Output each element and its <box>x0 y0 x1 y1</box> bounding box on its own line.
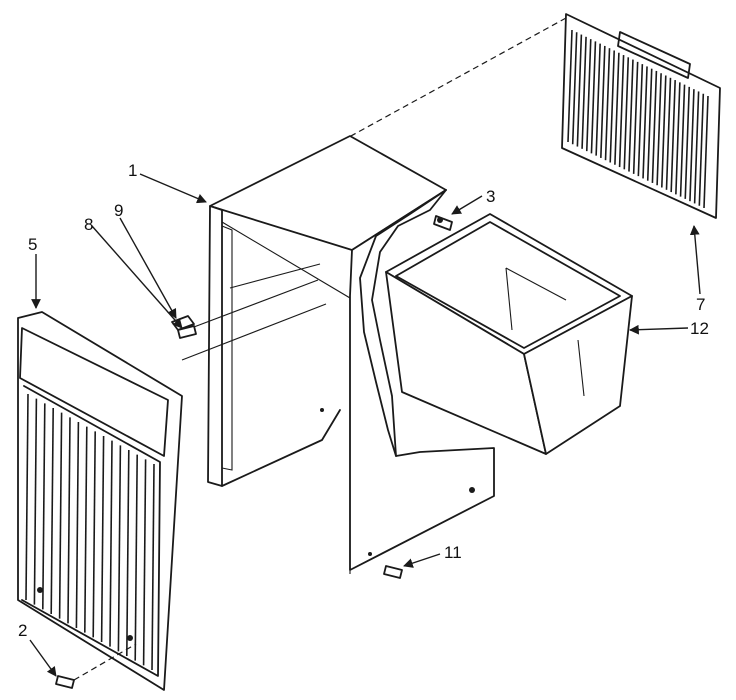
rear-grille-slat <box>585 39 592 152</box>
front-grille-slat <box>33 398 38 605</box>
front-grille-slat <box>134 454 138 661</box>
rear-grille-slat <box>689 89 695 202</box>
base-pan-part-12 <box>385 213 633 455</box>
rear-grille-slat <box>693 91 700 204</box>
rear-grille-slat <box>660 75 667 188</box>
rear-grille-slat <box>576 34 583 147</box>
rear-grille-slat <box>609 50 616 163</box>
callout-3: 3 <box>486 187 495 206</box>
leader-8 <box>91 225 183 329</box>
rear-grille-slat <box>646 68 653 181</box>
leader-1 <box>139 173 207 204</box>
front-grille-slat <box>109 440 113 647</box>
front-grille-slat <box>25 393 29 601</box>
rear-grille-slat <box>684 86 691 199</box>
leader-11 <box>403 553 441 568</box>
callout-9: 9 <box>114 201 123 220</box>
leader-7 <box>689 225 701 295</box>
callout-5: 5 <box>28 235 37 254</box>
rear-grille-slat <box>632 61 639 174</box>
rear-grille-slat <box>703 95 709 209</box>
rear-grille-slat <box>571 32 578 145</box>
front-grille-slat <box>142 459 147 666</box>
front-grille-slat <box>117 445 122 652</box>
front-grille-slat <box>50 407 54 615</box>
leader-3 <box>451 195 483 215</box>
rear-grille-slat <box>604 48 611 161</box>
fastener-part-3 <box>433 215 453 231</box>
leader-9 <box>119 217 177 319</box>
front-grille-slat <box>58 412 63 619</box>
rear-grille-slat <box>623 57 630 170</box>
rear-grille-slat <box>637 64 644 177</box>
rear-grille-slat <box>665 77 672 190</box>
rear-grille-slat <box>595 43 601 156</box>
rear-grille-slat <box>651 70 658 183</box>
front-panel-part-5 <box>17 311 183 691</box>
rear-grille-slat <box>614 52 620 165</box>
callout-8: 8 <box>84 215 93 234</box>
rear-grille-slat <box>567 29 573 143</box>
rear-grille-slat <box>698 93 705 206</box>
callout-7: 7 <box>696 295 705 314</box>
front-grille-slat <box>100 435 105 643</box>
screw-part-8 <box>177 325 197 339</box>
alignment-line-rear <box>339 17 567 143</box>
rear-grille-slat <box>656 73 662 186</box>
front-grille-slat <box>84 426 88 633</box>
rear-grille-slat <box>590 41 597 154</box>
callout-12: 12 <box>690 319 709 338</box>
callout-1: 1 <box>128 161 137 180</box>
front-grille-slat <box>151 463 155 671</box>
rear-grille-slat <box>600 45 606 158</box>
leader-2 <box>29 639 57 677</box>
screw-part-2 <box>55 675 75 689</box>
callout-11: 11 <box>444 543 462 562</box>
front-grille-slat <box>126 449 130 657</box>
cabinet-shell-part-1 <box>181 135 495 574</box>
screw-part-11 <box>383 565 403 579</box>
rear-grille-slat <box>670 80 676 193</box>
front-grille-slat <box>92 431 96 638</box>
front-grille-slat <box>67 417 71 624</box>
rear-grille-part-7 <box>561 13 721 219</box>
front-grille-slat <box>75 421 80 629</box>
callout-2: 2 <box>18 621 27 640</box>
rear-grille-slat <box>642 66 648 179</box>
rear-grille-slat <box>675 82 681 195</box>
leader-12 <box>629 324 689 335</box>
rear-grille-slat <box>581 36 587 149</box>
rear-grille-slat <box>679 84 686 197</box>
rear-grille-slat <box>618 55 625 168</box>
alignment-line-screw-2 <box>73 643 137 681</box>
rear-grille-slat <box>628 59 634 172</box>
front-grille-slat <box>42 403 46 610</box>
